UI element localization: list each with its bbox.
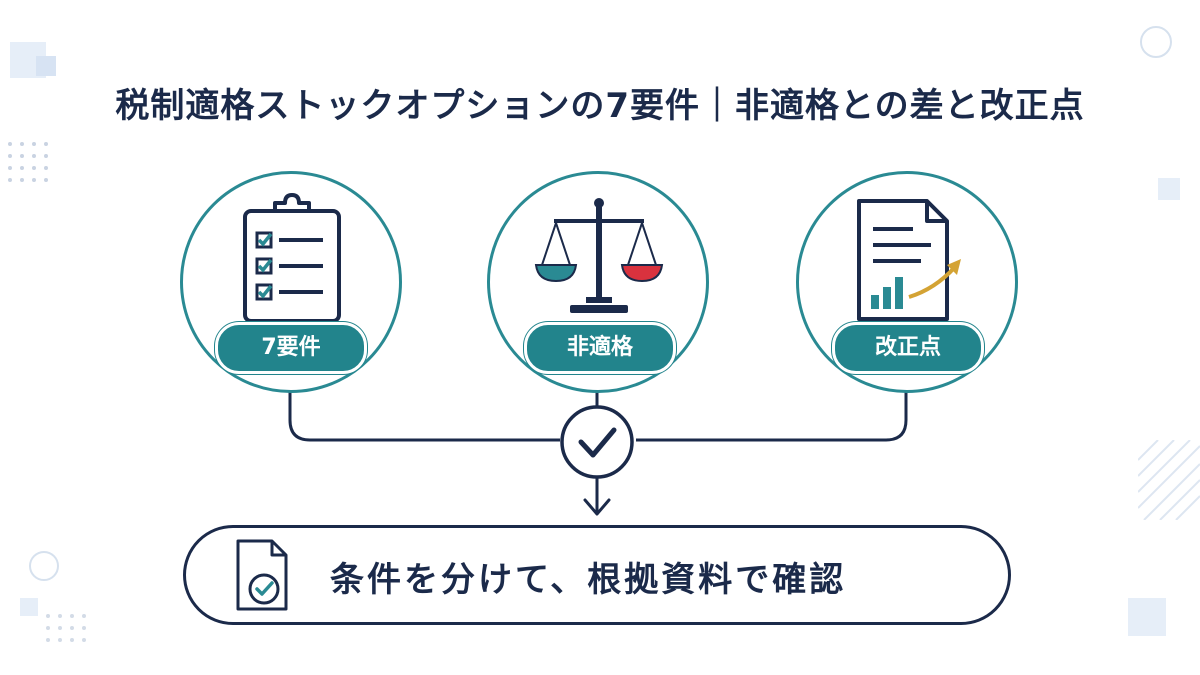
node-label-requirements: 7要件 [215, 322, 367, 374]
decor-square-bottom-left [20, 598, 38, 616]
decor-ring-bottom-left [29, 551, 59, 581]
decor-dot-grid-left [8, 142, 48, 182]
check-circle-icon [560, 405, 634, 479]
node-label-non-qualified: 非適格 [524, 322, 676, 374]
node-label-amendments: 改正点 [832, 322, 984, 374]
result-box [183, 525, 1011, 625]
decor-square-bottom-right [1128, 598, 1166, 636]
checklist-clipboard-icon [243, 193, 341, 323]
decor-hatch-right [1138, 440, 1200, 520]
page-title: 税制適格ストックオプションの7要件｜非適格との差と改正点 [115, 86, 1085, 126]
decor-square-right [1158, 178, 1180, 200]
connector-right [636, 380, 908, 442]
decor-ring-top-right [1140, 26, 1172, 58]
arrow-down-icon [583, 498, 611, 516]
decor-dot-grid-bottom [46, 614, 86, 642]
decor-square-top-left-small [36, 56, 56, 76]
connector-left [288, 380, 560, 442]
balance-scale-icon [534, 198, 664, 313]
result-text: 条件を分けて、根拠資料で確認 [330, 560, 847, 600]
document-chart-icon [857, 199, 961, 321]
document-check-icon [236, 539, 288, 611]
